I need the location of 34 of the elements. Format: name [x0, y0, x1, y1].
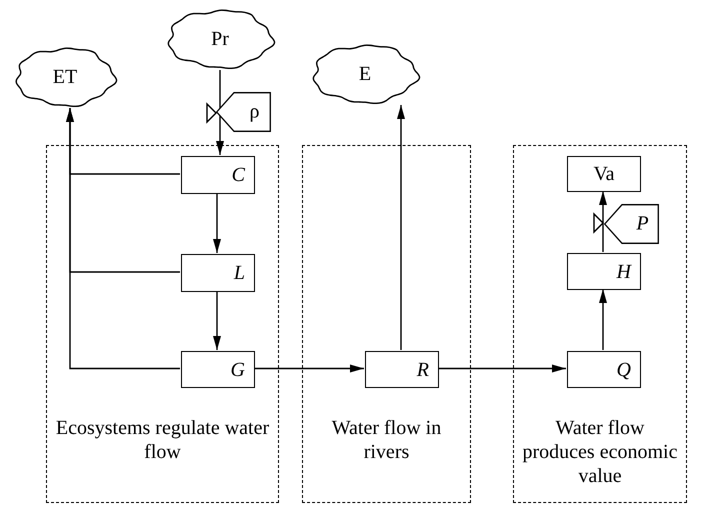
box-label: G — [230, 358, 245, 382]
arrow — [213, 193, 221, 253]
box-label: H — [616, 260, 631, 284]
group-label: Ecosystems regulate water flow — [54, 416, 270, 464]
arrow — [216, 70, 224, 155]
box-label: R — [416, 358, 429, 382]
dashed-group-frame — [513, 145, 687, 503]
box-label: L — [234, 261, 245, 285]
arrow — [438, 364, 566, 372]
arrow — [66, 108, 180, 370]
arrow — [599, 191, 607, 252]
node-label: P — [635, 212, 650, 236]
group-label: Water flow produces economic value — [522, 416, 678, 488]
arrow — [599, 289, 607, 350]
node-label: ET — [52, 65, 78, 89]
arrow — [397, 105, 405, 350]
group-label: Water flow in rivers — [330, 416, 442, 464]
dashed-group-frame — [46, 145, 279, 503]
stock-box — [567, 351, 641, 388]
node-label: Pr — [210, 27, 230, 51]
stock-box — [365, 351, 439, 388]
stock-box — [567, 253, 641, 290]
arrow — [254, 364, 364, 372]
dashed-group-frame — [302, 145, 471, 503]
stock-box — [181, 254, 255, 292]
arrow — [213, 291, 221, 350]
stock-box — [181, 351, 255, 388]
node-label: ρ — [248, 100, 260, 124]
box-label: Va — [593, 162, 615, 186]
stock-box — [567, 156, 641, 192]
box-label: C — [232, 163, 245, 187]
box-label: Q — [616, 358, 631, 382]
stock-box — [181, 156, 255, 194]
node-label: E — [358, 62, 372, 86]
